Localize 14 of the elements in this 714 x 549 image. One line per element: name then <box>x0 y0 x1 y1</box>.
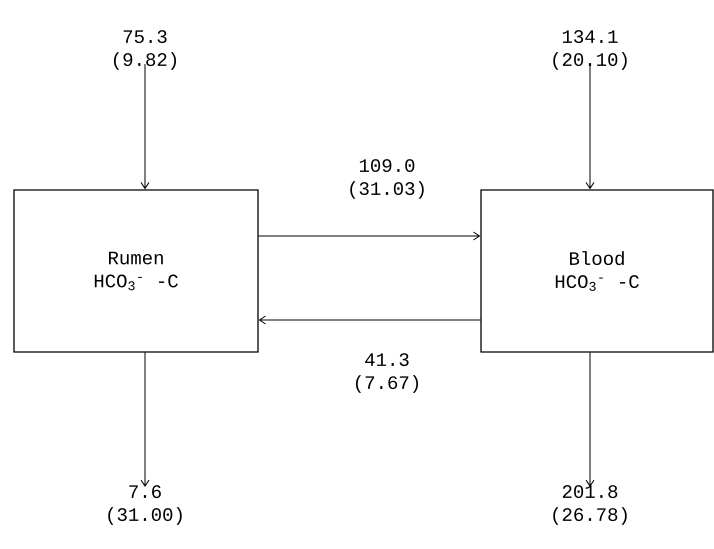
compartment-box: Blood HCO$_{3}$$^{-}$ -C <box>480 189 714 353</box>
arrow <box>586 352 594 487</box>
flux-value: 201.8 (26.78) <box>553 485 627 525</box>
arrow <box>586 64 594 190</box>
arrow <box>140 64 150 190</box>
compartment-box: Rumen HCO$_{3}$$^{-}$ -C <box>13 189 259 353</box>
arrow <box>258 316 481 324</box>
flux-value: 75.3 (9.82) <box>114 30 176 70</box>
flux-value: 7.6 (31.00) <box>108 485 182 525</box>
edge-label: 109.0 (31.03) <box>350 159 424 199</box>
edge-label: 41.3 (7.67) <box>356 353 418 393</box>
arrow <box>140 352 150 487</box>
flux-value: 134.1 (20.10) <box>553 30 627 70</box>
arrow <box>258 232 480 240</box>
